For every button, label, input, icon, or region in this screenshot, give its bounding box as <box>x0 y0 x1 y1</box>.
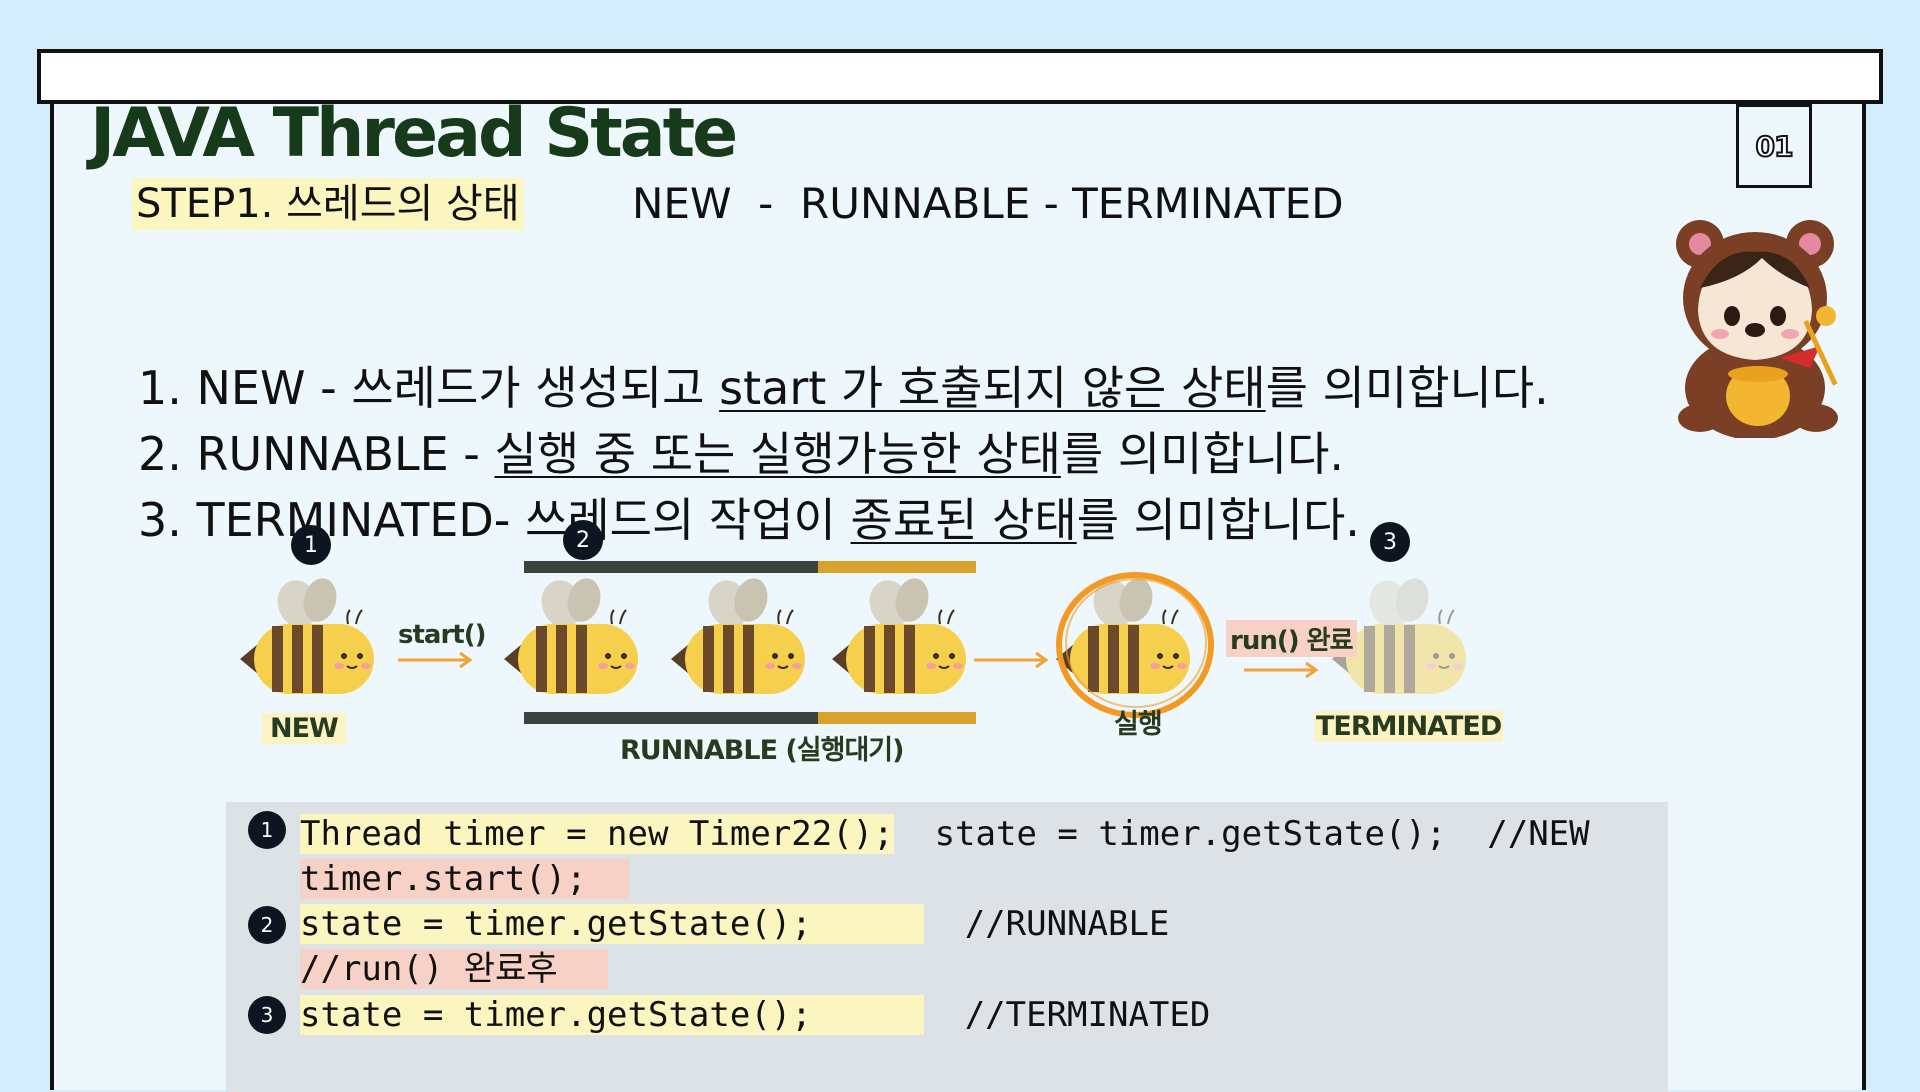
code-badge-3: 3 <box>248 996 286 1034</box>
diagram-badge-1: 1 <box>291 525 331 565</box>
bear-mascot-image <box>1676 220 1838 438</box>
underlined-text: 종료된 상태 <box>850 493 1077 547</box>
line-text: 를 의미합니다. <box>1060 427 1345 481</box>
code-line-5: state = timer.getState(); //TERMINATED <box>300 994 1210 1036</box>
code-text: timer.start(); <box>300 859 629 899</box>
runnable-bar-top <box>524 561 976 573</box>
bee-new-icon <box>239 574 375 695</box>
underlined-text: start 가 호출되지 않은 상태 <box>719 361 1266 415</box>
run-arrow-icon <box>974 651 1049 669</box>
step-label: STEP1. 쓰레드의 상태 <box>132 178 524 230</box>
done-arrow-icon <box>1244 661 1319 679</box>
line-number: 1. <box>138 361 182 415</box>
explanation-line-1: 1. NEW - 쓰레드가 생성되고 start 가 호출되지 않은 상태를 의… <box>138 358 1549 418</box>
code-text: state = timer.getState(); //NEW <box>934 814 1590 854</box>
page-number-box: 01 <box>1736 104 1812 188</box>
line-text: NEW - 쓰레드가 생성되고 <box>196 361 720 415</box>
new-label: NEW <box>262 712 346 746</box>
running-label: 실행 <box>1114 709 1163 740</box>
line-number: 3. <box>138 493 182 547</box>
bee-runnable-3-icon <box>831 574 967 695</box>
code-text: //RUNNABLE <box>964 904 1170 944</box>
state-flow: NEW - RUNNABLE - TERMINATED <box>632 179 1344 228</box>
code-line-2: timer.start(); <box>300 858 629 900</box>
line-text: 를 의미합니다. <box>1265 361 1549 415</box>
start-arrow-icon <box>398 651 473 669</box>
page-title: JAVA Thread State <box>90 94 738 173</box>
line-text: 를 의미합니다. <box>1076 493 1360 547</box>
code-text: Thread timer = new Timer22(); <box>300 814 894 854</box>
run-done-label: run() 완료 <box>1226 620 1357 657</box>
code-badge-1: 1 <box>248 811 286 849</box>
runnable-label: RUNNABLE (실행대기) <box>620 735 904 766</box>
code-line-4: //run() 완료후 <box>300 948 608 990</box>
top-banner <box>37 49 1883 104</box>
code-text: state = timer.getState(); <box>300 995 924 1035</box>
code-text: //run() 완료후 <box>300 949 608 989</box>
code-badge-2: 2 <box>248 906 286 944</box>
code-line-1: Thread timer = new Timer22(); state = ti… <box>300 813 1590 855</box>
code-line-3: state = timer.getState(); //RUNNABLE <box>300 903 1169 945</box>
bee-runnable-1-icon <box>503 574 639 695</box>
explanation-line-2: 2. RUNNABLE - 실행 중 또는 실행가능한 상태를 의미합니다. <box>138 424 1344 484</box>
runnable-bar-bottom <box>524 712 976 724</box>
start-label: start() <box>398 620 486 650</box>
line-text: RUNNABLE - <box>196 427 495 481</box>
underlined-text: 실행 중 또는 실행가능한 상태 <box>494 427 1061 481</box>
running-highlight-circle <box>1056 572 1214 718</box>
bee-runnable-2-icon <box>670 574 806 695</box>
code-text: state = timer.getState(); <box>300 904 924 944</box>
code-text: //TERMINATED <box>964 995 1211 1035</box>
diagram-badge-3: 3 <box>1370 522 1410 562</box>
line-number: 2. <box>138 427 182 481</box>
terminated-label: TERMINATED <box>1314 711 1504 742</box>
page-number: 01 <box>1755 129 1795 164</box>
diagram-badge-2: 2 <box>563 520 603 560</box>
